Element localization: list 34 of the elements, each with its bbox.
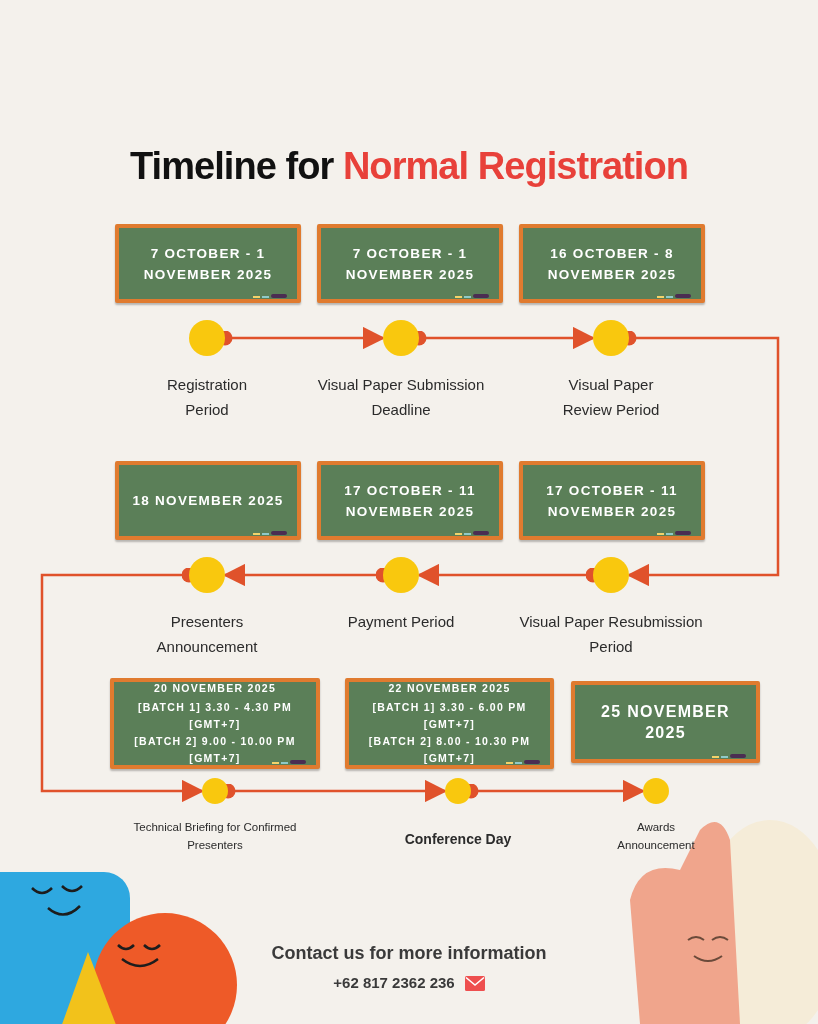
milestone-label: Visual Paper Submission Deadline	[316, 375, 486, 420]
chalkboard	[571, 681, 760, 763]
date-text: 22 NOVEMBER 2025	[388, 681, 511, 696]
date-text: 18 NOVEMBER 2025	[132, 492, 284, 510]
date-text: 20 NOVEMBER 2025	[154, 681, 276, 696]
date-text: 7 OCTOBER - 1 NOVEMBER 2025	[344, 244, 476, 284]
date-text: 16 OCTOBER - 8 NOVEMBER 2025	[546, 244, 678, 284]
date-text: 17 OCTOBER - 11 NOVEMBER 2025	[545, 481, 679, 521]
milestone-label: Awards Announcement	[616, 820, 696, 853]
date-text: [BATCH 2] 9.00 - 10.00 PM [GMT+7]	[133, 734, 297, 766]
phone-number: +62 817 2362 236	[333, 973, 455, 993]
contact-heading: Contact us for more information	[270, 942, 548, 965]
milestone-label: Visual Paper Review Period	[561, 375, 661, 420]
chalkboard	[519, 224, 705, 303]
chalkboard	[317, 224, 503, 303]
milestone-label: Conference Day	[403, 830, 513, 848]
chalkboard	[317, 461, 503, 540]
milestone-label: Presenters Announcement	[155, 612, 259, 657]
milestone-label: Visual Paper Resubmission Period	[518, 612, 704, 657]
date-text: [BATCH 2] 8.00 - 10.30 PM [GMT+7]	[367, 734, 532, 766]
title: Timeline for Normal Registration	[129, 144, 689, 189]
milestone-label: Technical Briefing for Confirmed Presenters	[132, 820, 298, 853]
chalkboard	[115, 461, 301, 540]
chalkboard	[115, 224, 301, 303]
chalkboard	[110, 678, 320, 769]
date-text: [BATCH 1] 3.30 - 6.00 PM [GMT+7]	[371, 700, 528, 732]
date-text: 7 OCTOBER - 1 NOVEMBER 2025	[142, 244, 274, 284]
date-text: 25 NOVEMBER 2025	[600, 702, 731, 743]
chalkboard	[519, 461, 705, 540]
milestone-label: Registration Period	[165, 375, 248, 420]
date-text: [BATCH 1] 3.30 - 4.30 PM [GMT+7]	[136, 700, 294, 732]
date-text: 17 OCTOBER - 11 NOVEMBER 2025	[343, 481, 477, 521]
chalkboard	[345, 678, 554, 769]
milestone-label: Payment Period	[346, 612, 456, 632]
